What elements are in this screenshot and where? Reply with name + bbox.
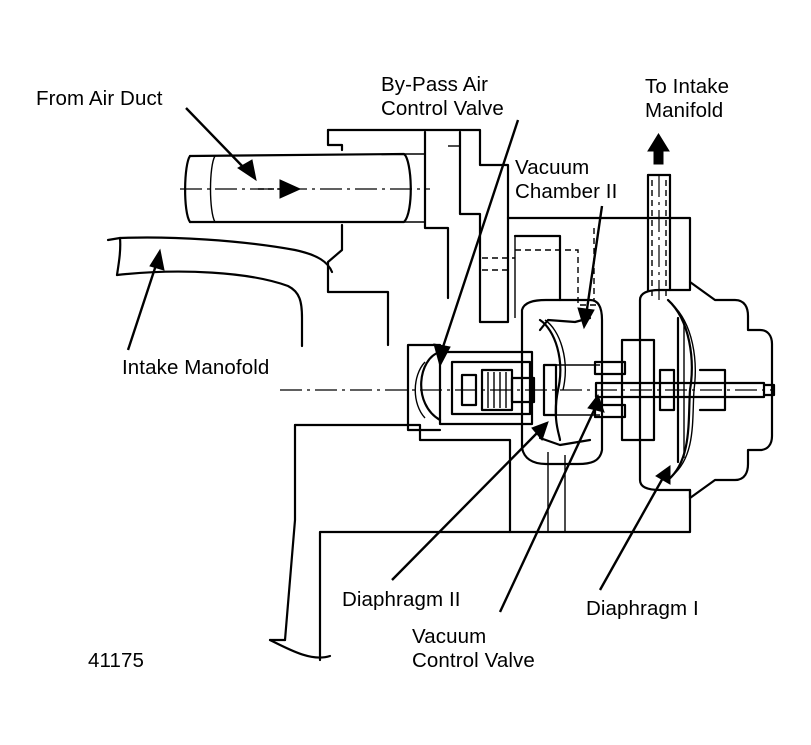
- label-vacuum-control-line2: Control Valve: [412, 649, 535, 672]
- bypass-valve-poppet: [406, 343, 536, 432]
- leader-bypass-valve: [433, 119, 520, 368]
- outlet-tube: [646, 173, 672, 300]
- air-duct-tube: [184, 152, 425, 224]
- leader-vacuum-chamber: [577, 205, 604, 330]
- valve-shaft: [593, 338, 766, 442]
- label-vacuum-chamber-line1: Vacuum: [515, 156, 590, 179]
- label-diaphragm-ii: Diaphragm II: [342, 588, 461, 611]
- leader-diaphragm-i: [598, 465, 671, 591]
- leader-from-air-duct: [185, 107, 257, 182]
- diaphragm-i-housing: [638, 280, 776, 500]
- flow-arrow-right: [258, 179, 302, 199]
- hidden-passages: [482, 228, 600, 306]
- leader-diaphragm-ii: [391, 421, 549, 581]
- valve-housing: [268, 128, 692, 662]
- intake-manifold-pipe: [106, 236, 334, 348]
- label-vacuum-chamber-line2: Chamber II: [515, 180, 618, 203]
- label-to-intake-line2: Manifold: [645, 99, 724, 122]
- leader-intake-manofold: [126, 248, 165, 351]
- leader-vacuum-control-valve: [498, 393, 605, 613]
- label-diaphragm-i: Diaphragm I: [586, 597, 699, 620]
- label-intake-manofold: Intake Manofold: [122, 356, 270, 379]
- label-from-air-duct: From Air Duct: [36, 87, 163, 110]
- label-to-intake-line1: To Intake: [645, 75, 730, 98]
- label-vacuum-control-line1: Vacuum: [412, 625, 487, 648]
- outlet-flow-arrow-up: [647, 133, 670, 165]
- label-bypass-line2: Control Valve: [381, 97, 504, 120]
- figure-number: 41175: [88, 649, 144, 672]
- label-bypass-line1: By-Pass Air: [381, 73, 489, 96]
- vacuum-chamber-ii-housing: [520, 298, 604, 466]
